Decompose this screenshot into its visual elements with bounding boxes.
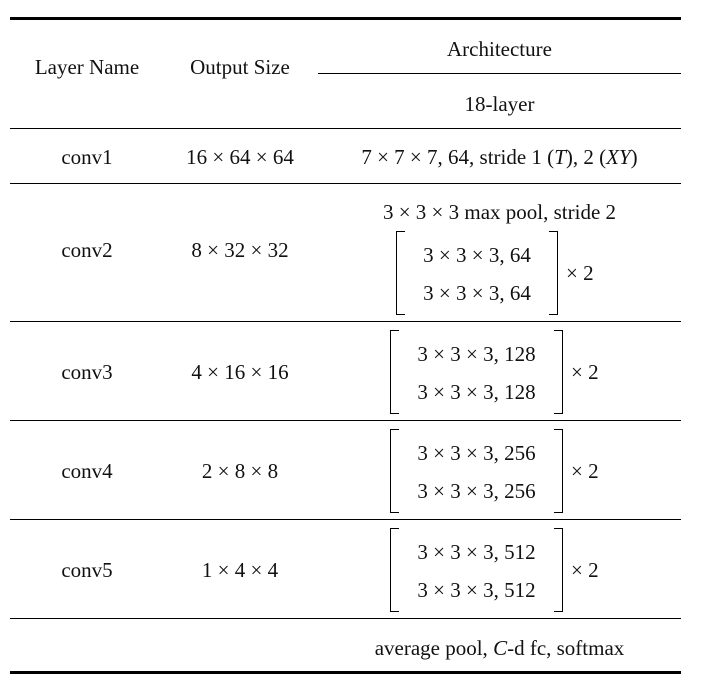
left-bracket	[396, 231, 405, 315]
block-line: 3 × 3 × 3, 64	[423, 243, 531, 267]
left-bracket	[390, 528, 399, 612]
row-conv3-size: 4 × 16 × 16	[191, 360, 289, 384]
architecture-subheader-rule	[318, 73, 681, 74]
row-conv1-arch: 7 × 7 × 7, 64, stride 1 (T), 2 (XY)	[361, 145, 638, 169]
row-divider	[10, 420, 681, 421]
block-line: 3 × 3 × 3, 512	[417, 578, 536, 602]
row-conv5-name: conv5	[61, 558, 113, 582]
block-line: 3 × 3 × 3, 512	[417, 540, 536, 564]
row-conv4-repeat: × 2	[571, 459, 599, 483]
block-line: 3 × 3 × 3, 128	[417, 342, 536, 366]
row-conv1-size: 16 × 64 × 64	[186, 145, 294, 169]
right-bracket	[549, 231, 558, 315]
row-conv5-repeat: × 2	[571, 558, 599, 582]
header-18-layer: 18-layer	[464, 92, 535, 116]
row-final-layers: average pool, C-d fc, softmax	[374, 636, 625, 660]
row-divider	[10, 183, 681, 184]
header-layer-name: Layer Name	[34, 55, 140, 79]
header-output-size: Output Size	[190, 55, 290, 79]
row-divider	[10, 618, 681, 619]
right-bracket	[554, 528, 563, 612]
header-bottom-rule	[10, 128, 681, 129]
table-top-rule	[10, 17, 681, 20]
right-bracket	[554, 330, 563, 414]
block-line: 3 × 3 × 3, 128	[417, 380, 536, 404]
row-conv2-repeat: × 2	[566, 261, 594, 285]
row-divider	[10, 321, 681, 322]
row-divider	[10, 519, 681, 520]
block-line: 3 × 3 × 3, 64	[423, 281, 531, 305]
left-bracket	[390, 429, 399, 513]
row-conv5-block: 3 × 3 × 3, 512 3 × 3 × 3, 512	[390, 528, 563, 612]
row-conv5-size: 1 × 4 × 4	[201, 558, 279, 582]
row-conv1-name: conv1	[61, 145, 113, 169]
row-conv3-repeat: × 2	[571, 360, 599, 384]
row-conv3-name: conv3	[61, 360, 113, 384]
row-conv4-block: 3 × 3 × 3, 256 3 × 3 × 3, 256	[390, 429, 563, 513]
row-conv3-block: 3 × 3 × 3, 128 3 × 3 × 3, 128	[390, 330, 563, 414]
row-conv2-maxpool: 3 × 3 × 3 max pool, stride 2	[382, 200, 617, 224]
row-conv2-block: 3 × 3 × 3, 64 3 × 3 × 3, 64	[396, 231, 558, 315]
block-line: 3 × 3 × 3, 256	[417, 479, 536, 503]
header-architecture: Architecture	[447, 37, 552, 61]
table-bottom-rule	[10, 671, 681, 674]
row-conv4-name: conv4	[61, 459, 113, 483]
row-conv2-name: conv2	[61, 238, 113, 262]
block-line: 3 × 3 × 3, 256	[417, 441, 536, 465]
right-bracket	[554, 429, 563, 513]
row-conv2-size: 8 × 32 × 32	[191, 238, 289, 262]
left-bracket	[390, 330, 399, 414]
row-conv4-size: 2 × 8 × 8	[201, 459, 279, 483]
